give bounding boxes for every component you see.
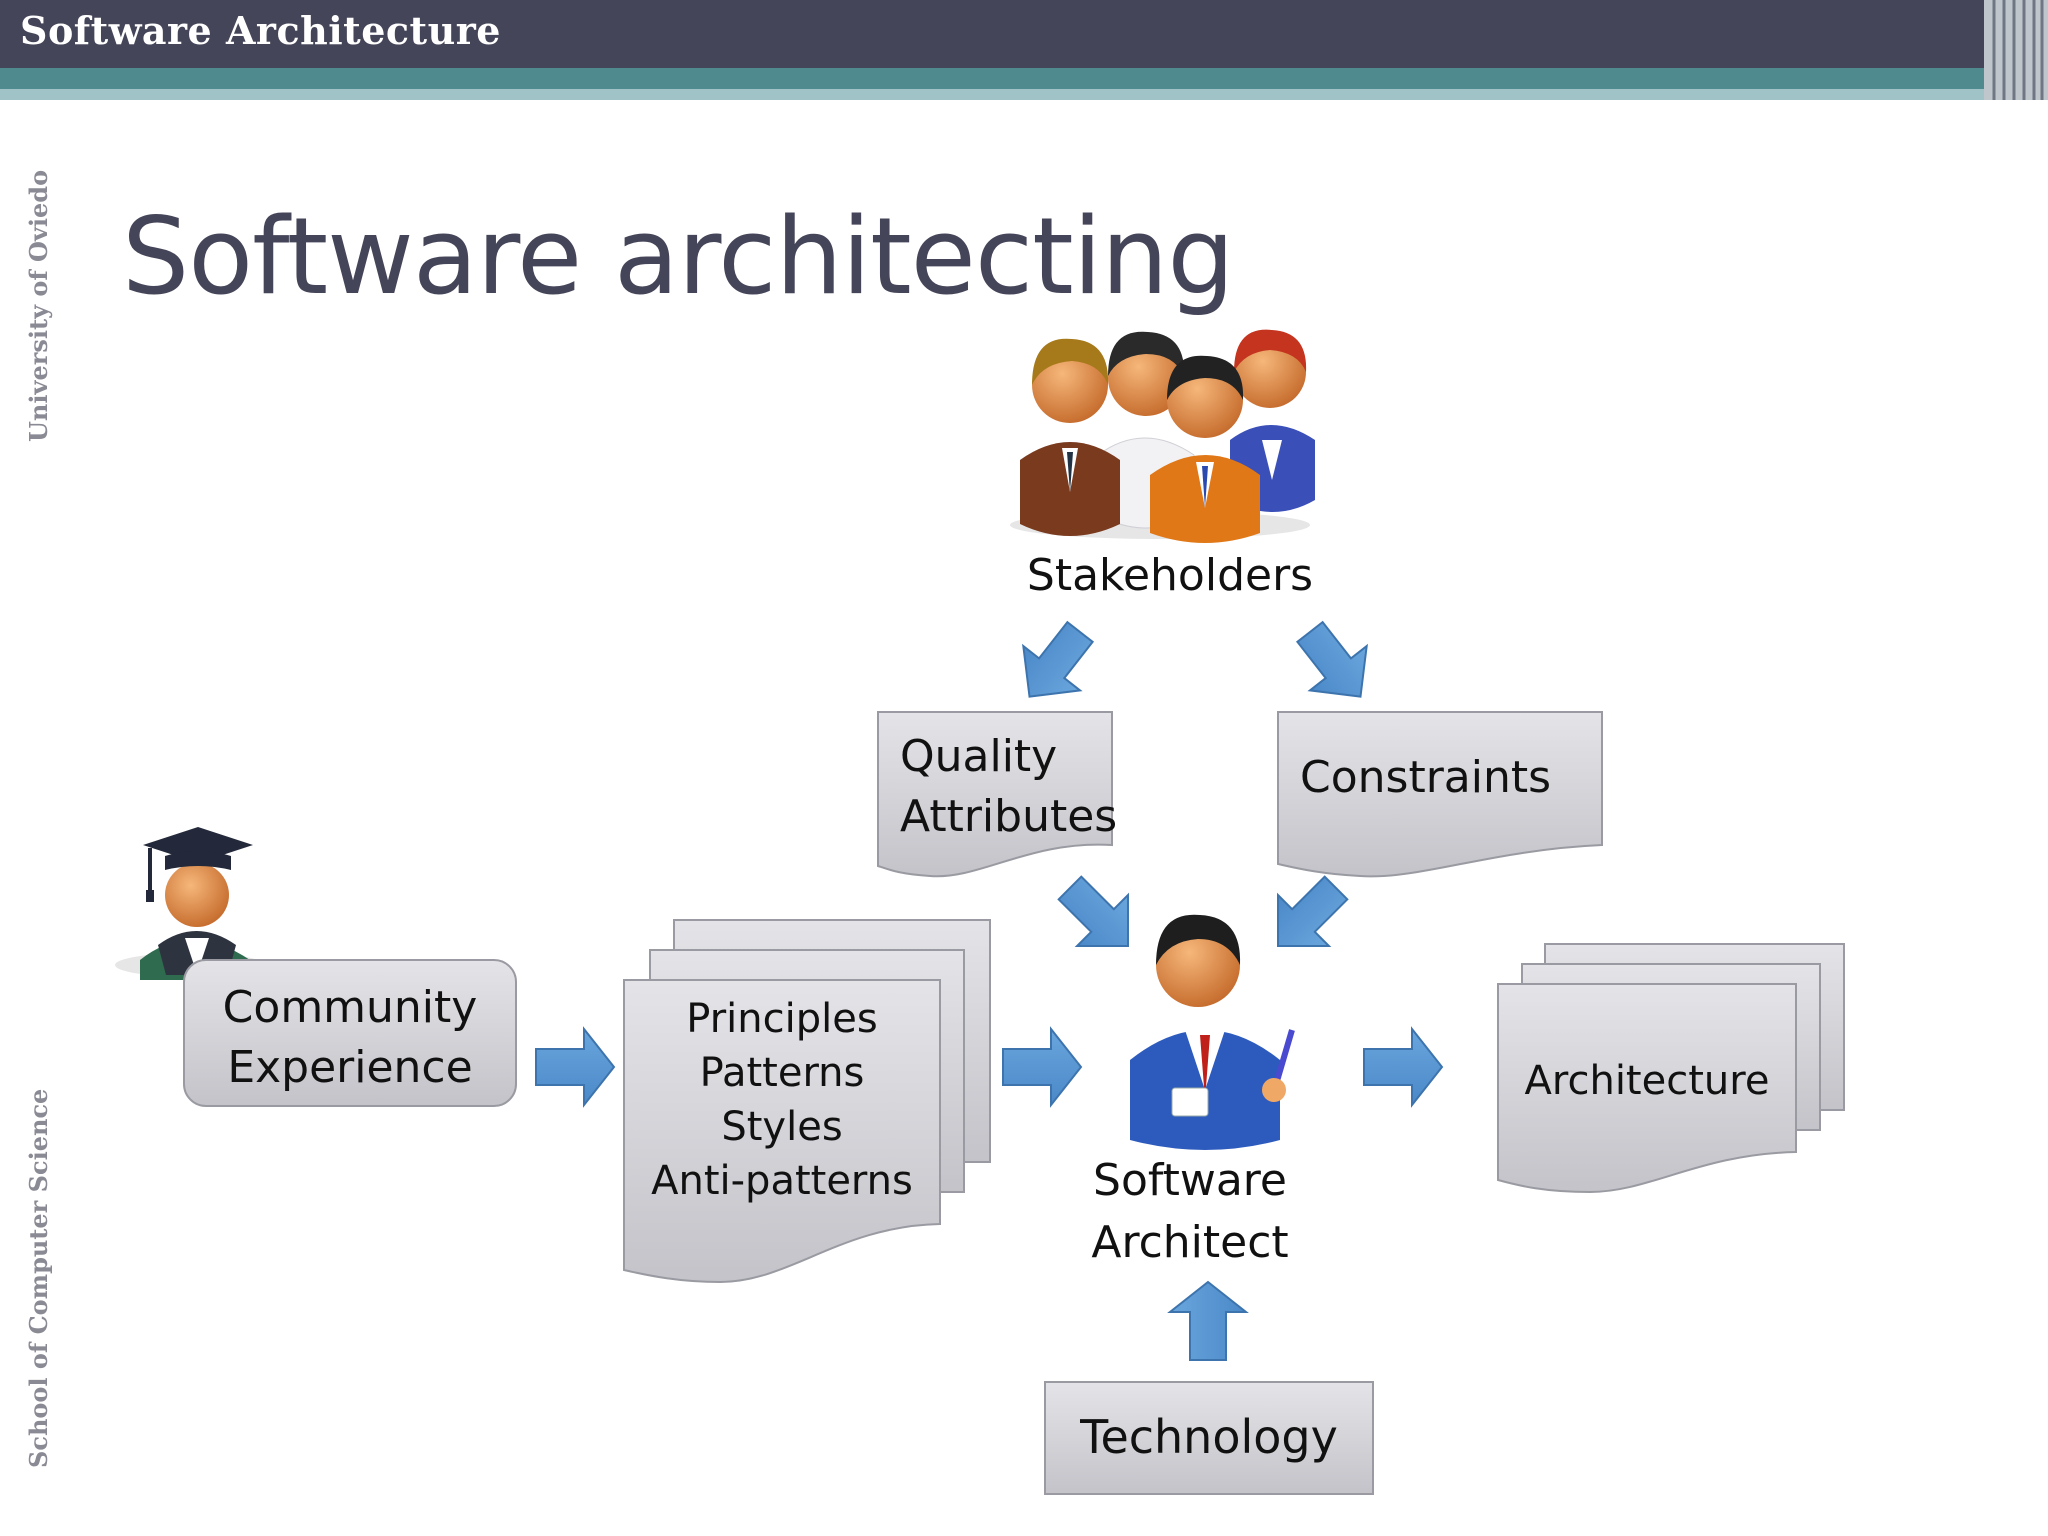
arrow-quality-to-architect bbox=[1057, 875, 1129, 947]
principles-item: Principles bbox=[686, 996, 878, 1042]
anti-patterns-item: Anti-patterns bbox=[651, 1158, 913, 1204]
constraints-document bbox=[1277, 711, 1603, 878]
graduate-icon bbox=[115, 827, 265, 980]
arrow-architect-to-architecture bbox=[1363, 1026, 1444, 1108]
arrow-community-to-principles bbox=[535, 1026, 616, 1108]
stakeholders-label: Stakeholders bbox=[1026, 550, 1314, 601]
constraints-label: Constraints bbox=[1300, 752, 1552, 803]
slide-header-bar bbox=[0, 0, 2048, 68]
architect-label-line2: Architect bbox=[1091, 1217, 1289, 1268]
principles-document-stack bbox=[623, 919, 991, 1284]
stakeholders-icon bbox=[1010, 329, 1315, 543]
arrow-principles-to-architect bbox=[1002, 1026, 1083, 1108]
architect-label-line1: Software bbox=[1093, 1155, 1287, 1206]
quality-attributes-document bbox=[877, 711, 1113, 878]
community-experience-box bbox=[183, 959, 517, 1107]
technology-box bbox=[1044, 1381, 1374, 1495]
community-experience-label: Community Experience bbox=[184, 978, 516, 1098]
quality-attributes-label: Quality Attributes bbox=[900, 727, 1117, 847]
header-stripe-light bbox=[0, 89, 2048, 100]
header-title: Software Architecture bbox=[20, 8, 501, 53]
technology-label: Technology bbox=[1080, 1410, 1338, 1464]
styles-item: Styles bbox=[721, 1104, 843, 1150]
header-stripe bbox=[0, 68, 2048, 89]
software-architect-icon bbox=[1130, 914, 1295, 1150]
architecture-document-stack bbox=[1497, 943, 1845, 1194]
slide-title: Software architecting bbox=[122, 195, 1235, 318]
quality-label-line1: Quality bbox=[900, 731, 1058, 782]
community-label-line1: Community bbox=[222, 982, 478, 1033]
arrow-stakeholders-to-quality bbox=[1022, 620, 1095, 698]
software-architect-label: Software Architect bbox=[1060, 1150, 1320, 1274]
quality-label-line2: Attributes bbox=[900, 791, 1118, 842]
header-ridges-decoration bbox=[1984, 0, 2048, 100]
arrow-constraints-to-architect bbox=[1277, 875, 1349, 947]
arrow-technology-to-architect bbox=[1167, 1280, 1249, 1361]
patterns-item: Patterns bbox=[699, 1050, 865, 1096]
community-label-line2: Experience bbox=[227, 1042, 473, 1093]
arrow-stakeholders-to-constraints bbox=[1295, 620, 1368, 698]
architecture-label: Architecture bbox=[1524, 1058, 1770, 1104]
principles-list: Principles Patterns Styles Anti-patterns bbox=[624, 992, 940, 1208]
